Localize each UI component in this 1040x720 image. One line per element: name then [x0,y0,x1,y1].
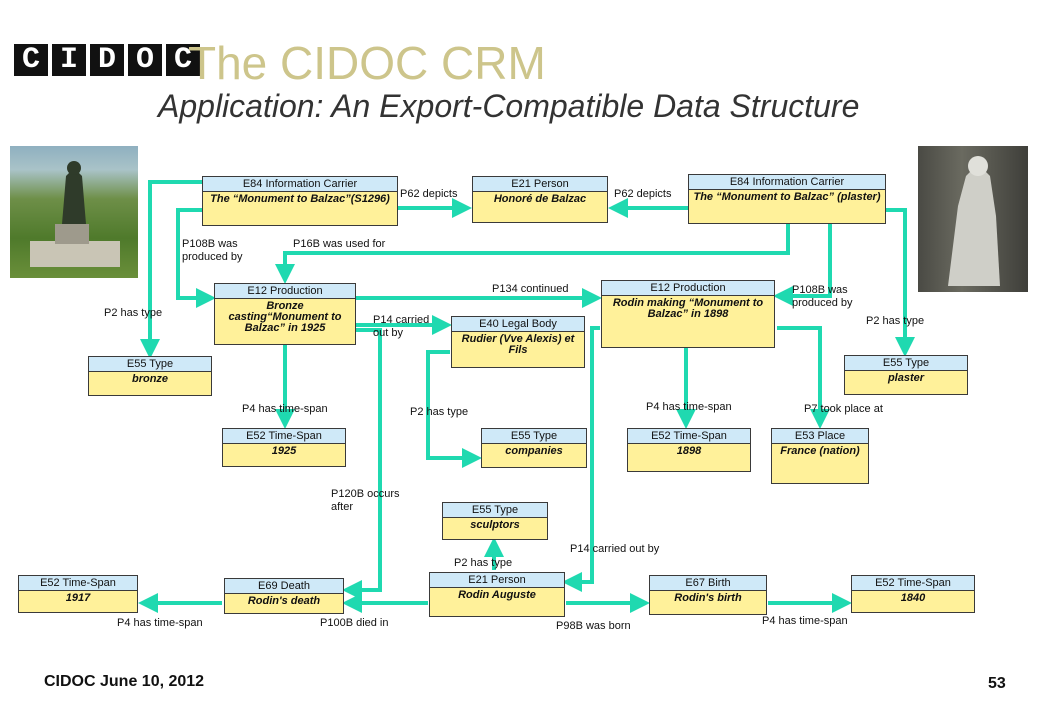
node-production-1925: E12 Production Bronze casting“Monument t… [214,283,356,345]
node-time-span-1898: E52 Time-Span 1898 [627,428,751,472]
edge-label-p134-continued: P134 continued [492,283,569,295]
logo-letter: C [14,44,48,76]
balzac-bronze-photo [10,146,138,278]
node-place-france: E53 Place France (nation) [771,428,869,484]
node-value: companies [505,445,563,457]
edge-p7 [777,326,830,429]
node-type-bronze: E55 Type bronze [88,356,212,396]
node-type: E55 Type [845,356,967,371]
node-type: E55 Type [482,429,586,444]
node-type: E52 Time-Span [628,429,750,444]
node-type: E52 Time-Span [19,576,137,591]
edge-p2-bronze [140,180,202,359]
node-type: E12 Production [215,284,355,299]
balzac-plaster-photo [918,146,1028,292]
node-person-rodin: E21 Person Rodin Auguste [429,572,565,617]
edge-label-p98b-was-born: P98B was born [556,620,631,632]
node-production-1898: E12 Production Rodin making “Monument to… [601,280,775,348]
edge-p2-plaster [886,208,915,357]
edge-label-p62-depicts: P62 depicts [400,188,458,200]
node-type: E52 Time-Span [223,429,345,444]
node-value: 1898 [676,445,702,457]
edge-p14-rodin [562,326,600,592]
edge-label-p2-has-type: P2 has type [454,557,513,569]
node-type: E55 Type [89,357,211,372]
node-time-span-1917: E52 Time-Span 1917 [18,575,138,613]
edge-label-p14-carried-out-by: P14 carried out by [373,314,430,339]
edge-label-p4-has-time-span: P4 has time-span [646,401,732,413]
edge-label-p100b-died-in: P100B died in [320,617,389,629]
edge-label-p108b-was-produced-by: P108B was produced by [182,238,243,263]
edge-label-p2-has-type: P2 has type [866,315,925,327]
node-birth: E67 Birth Rodin's birth [649,575,767,615]
node-value: 1840 [900,592,926,604]
edge-p120b [342,328,382,600]
node-death: E69 Death Rodin's death [224,578,344,614]
logo-letter: O [128,44,162,76]
page-number: 53 [988,675,1006,692]
edge-p108b-left [176,208,216,308]
edge-label-p7-took-place-at: P7 took place at [804,403,883,415]
node-person-balzac: E21 Person Honoré de Balzac [472,176,608,223]
node-value: Honoré de Balzac [493,193,587,205]
node-type: E69 Death [225,579,343,594]
logo-letter: D [90,44,124,76]
slide-subtitle: Application: An Export-Compatible Data S… [158,88,860,124]
edge-label-p62-depicts: P62 depicts [614,188,672,200]
node-value: 1925 [271,445,297,457]
node-value: France (nation) [780,445,860,457]
edge-label-p120b-occurs-after: P120B occurs after [331,488,400,513]
node-time-span-1840: E52 Time-Span 1840 [851,575,975,613]
footer-date: CIDOC June 10, 2012 [44,673,205,690]
slide-title: The CIDOC CRM [188,37,546,89]
edge-p16b [275,224,790,284]
node-type: E53 Place [772,429,868,444]
node-value: Rodin Auguste [458,589,536,601]
edge-label-p4-has-time-span: P4 has time-span [117,617,203,629]
edge-label-p2-has-type: P2 has type [410,406,469,418]
node-information-carrier-plaster: E84 Information Carrier The “Monument to… [688,174,886,224]
node-type: E40 Legal Body [452,317,584,332]
node-value: 1917 [65,592,91,604]
node-value: The “Monument to Balzac”(S1296) [210,193,390,205]
node-value: Bronze casting“Monument to Balzac” in 19… [228,300,342,334]
node-value: plaster [887,372,925,384]
node-value: Rodin's death [247,595,321,607]
node-type-companies: E55 Type companies [481,428,587,468]
node-value: The “Monument to Balzac” (plaster) [693,191,881,203]
edge-label-p14-carried-out-by: P14 carried out by [570,543,660,555]
edge-p2-companies [426,350,482,468]
node-type: E84 Information Carrier [203,177,397,192]
node-type: E21 Person [473,177,607,192]
logo-letter: I [52,44,86,76]
logo-letter: C [166,44,200,76]
edge-label-p4-has-time-span: P4 has time-span [762,615,848,627]
edge-label-p108b-was-produced-by: P108B was produced by [792,284,853,309]
node-type: E12 Production [602,281,774,296]
node-type: E84 Information Carrier [689,175,885,190]
node-type: E21 Person [430,573,564,588]
edge-label-p4-has-time-span: P4 has time-span [242,403,328,415]
node-value: Rudier (Vve Alexis) et Fils [461,333,575,356]
edge-p108b-right [773,224,832,306]
node-value: Rodin's birth [674,592,742,604]
node-time-span-1925: E52 Time-Span 1925 [222,428,346,467]
node-value: sculptors [470,519,520,531]
node-type-sculptors: E55 Type sculptors [442,502,548,540]
edge-label-p2-has-type: P2 has type [104,307,163,319]
node-value: bronze [131,373,169,385]
node-type: E55 Type [443,503,547,518]
node-legal-body-rudier: E40 Legal Body Rudier (Vve Alexis) et Fi… [451,316,585,368]
node-type-plaster: E55 Type plaster [844,355,968,395]
node-type: E67 Birth [650,576,766,591]
node-value: Rodin making “Monument to Balzac” in 189… [612,297,764,320]
edge-label-p16b-was-used-for: P16B was used for [293,238,386,250]
node-type: E52 Time-Span [852,576,974,591]
cidoc-logo: C I D O C [14,44,200,76]
node-information-carrier-s1296: E84 Information Carrier The “Monument to… [202,176,398,226]
